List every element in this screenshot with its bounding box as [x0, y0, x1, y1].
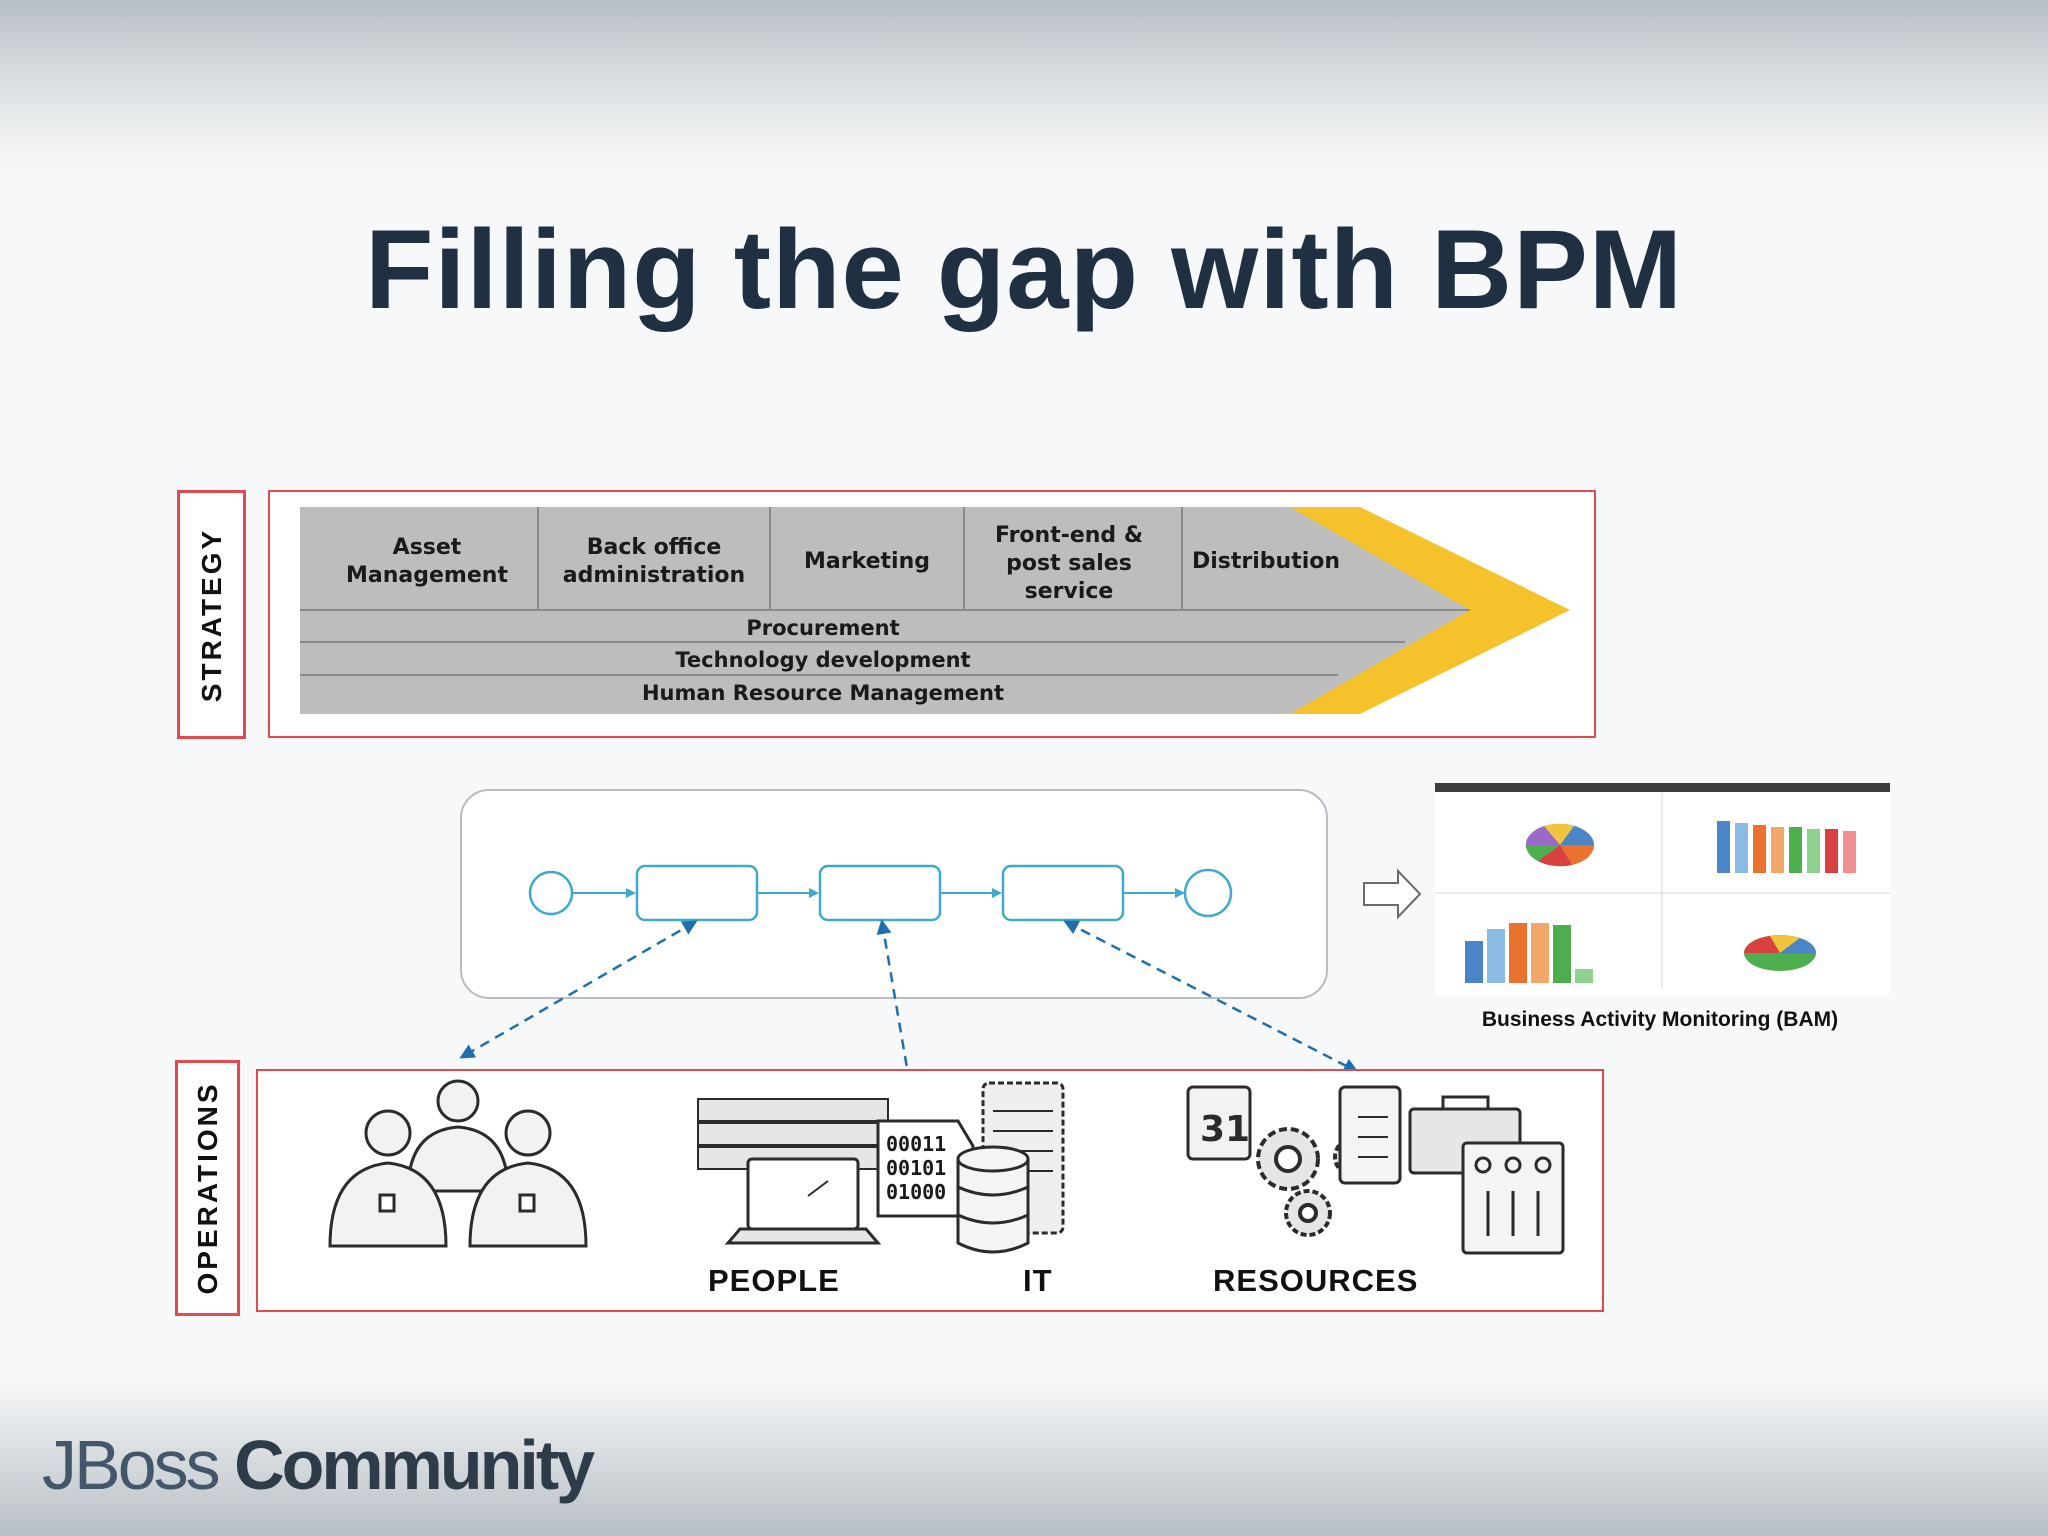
operations-illustration: 00011 00101 01000 31: [328, 1079, 1565, 1255]
jboss-community-logo: JBoss Community: [42, 1425, 595, 1505]
support-procurement: Procurement: [746, 616, 899, 640]
it-label: IT: [1023, 1263, 1053, 1298]
bam-toolbar: [1435, 783, 1890, 792]
bam-bars-employee: [1717, 821, 1856, 873]
slide-title: Filling the gap with BPM: [364, 207, 1684, 332]
operations-frame: 00011 00101 01000 31: [256, 1069, 1604, 1312]
end-event: [1183, 868, 1233, 918]
task-1: [635, 864, 759, 922]
operations-tab: OPERATIONS: [175, 1060, 240, 1316]
task-3: [1001, 864, 1125, 922]
svg-text:01000: 01000: [886, 1180, 946, 1204]
svg-text:00101: 00101: [886, 1156, 946, 1180]
background-bottom-band: [0, 1380, 2048, 1536]
bam-pie-country: [1744, 935, 1816, 971]
svg-text:00011: 00011: [886, 1132, 946, 1156]
svg-text:31: 31: [1200, 1109, 1250, 1150]
operations-tab-label: OPERATIONS: [191, 1081, 223, 1295]
link-task3-resources: [1063, 920, 1359, 1073]
control-panel-icon: [1461, 1141, 1565, 1255]
activity-distribution: Distribution: [1192, 549, 1340, 574]
clipboard-icon: [1338, 1085, 1402, 1185]
people-icon: [328, 1079, 588, 1248]
binary-data-icon: 00011 00101 01000: [876, 1119, 975, 1218]
background-top-band: [0, 0, 2048, 180]
people-label: PEOPLE: [708, 1263, 840, 1298]
activity-marketing: Marketing: [804, 549, 930, 574]
resources-label: RESOURCES: [1213, 1263, 1419, 1298]
bam-pie-status: [1525, 823, 1595, 867]
strategy-tab: STRATEGY: [177, 490, 246, 739]
logo-jboss: JBoss: [42, 1426, 221, 1504]
laptop-icon: [724, 1157, 882, 1245]
logo-community: Community: [217, 1426, 595, 1504]
bam-bars-closing-date: [1465, 923, 1593, 983]
start-event: [528, 870, 574, 916]
bam-dashboard-thumbnail: [1435, 783, 1890, 995]
arrow-to-bam-icon: [1363, 868, 1422, 920]
database-icon: [956, 1145, 1030, 1254]
bam-caption: Business Activity Monitoring (BAM): [1481, 1008, 1839, 1031]
support-hrm: Human Resource Management: [642, 681, 1004, 705]
support-technology: Technology development: [675, 648, 970, 672]
task-2: [818, 864, 942, 922]
link-task1-people: [459, 920, 698, 1059]
calendar-icon: 31: [1186, 1085, 1252, 1161]
